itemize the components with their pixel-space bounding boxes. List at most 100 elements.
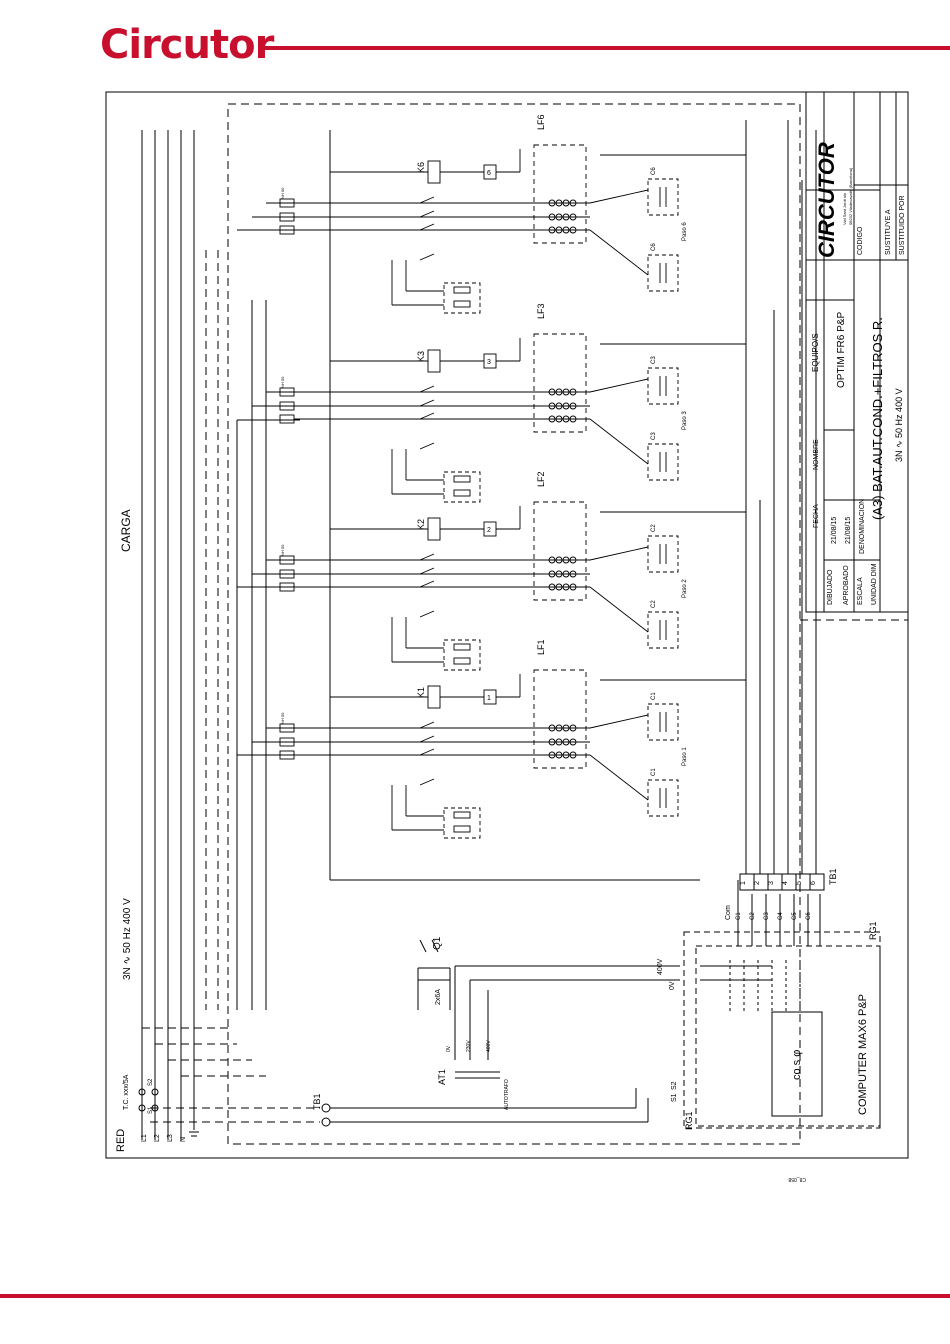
- contactor-label: K2: [416, 519, 426, 530]
- line-l3-label: L3: [167, 1134, 174, 1142]
- resistor-box: [443, 282, 481, 314]
- rg1-box: [683, 931, 881, 1129]
- resistor-box: [443, 471, 481, 503]
- contactor-coil: [427, 517, 441, 541]
- capacitor-box: [647, 535, 679, 573]
- step-4: [279, 144, 746, 314]
- tb-fecha2: 21/08/15: [845, 517, 852, 544]
- contactor-label: K6: [416, 162, 426, 173]
- code-label: C8_058: [788, 1176, 806, 1182]
- computer-label: COMPUTER MAX6 P&P: [857, 994, 869, 1115]
- tb1-label: TB1: [312, 1093, 322, 1110]
- paso-label: Paso 6: [682, 222, 688, 241]
- tb-fecha-header: FECHA: [813, 504, 820, 528]
- step-2: [279, 501, 746, 671]
- capacitor-label: C1: [651, 692, 657, 700]
- drawing-frame: [105, 91, 909, 1159]
- filter-label: LF3: [536, 303, 546, 319]
- capacitor-box: [647, 254, 679, 292]
- at1-label: AT1: [437, 1069, 447, 1085]
- s2-ctl-label: S2: [671, 1081, 678, 1090]
- terminal-label: 2: [754, 881, 761, 885]
- tb-address1: Vial Sant Jordi s/n: [842, 193, 847, 225]
- capacitor-box: [647, 611, 679, 649]
- filter-box: [533, 333, 587, 433]
- tb-unidad: UNIDAD DIM: [871, 563, 878, 605]
- tb-nombre-header: NOMBRE: [813, 439, 820, 470]
- line-l2-label: L2: [154, 1134, 161, 1142]
- tb-fecha1: 21/08/15: [831, 517, 838, 544]
- v0-label: 0V: [669, 981, 676, 990]
- rg1-right-label: RG1: [868, 921, 878, 940]
- capacitor-box: [647, 367, 679, 405]
- tb-address2: 08232 Viladecavalls (Barcelona): [848, 167, 853, 225]
- cos-label: co s φ: [791, 1050, 803, 1080]
- resistor-box: [443, 639, 481, 671]
- line-n-label: N: [180, 1137, 187, 1142]
- tb1-right-label: TB1: [828, 868, 838, 885]
- relay-label: 3: [487, 359, 491, 366]
- tb-sustituye: SUSTITUYE A: [885, 209, 892, 255]
- paso-label: Paso 3: [682, 411, 688, 430]
- filter-box: [533, 144, 587, 244]
- contactor-coil: [427, 349, 441, 373]
- output-label: C3: [764, 912, 770, 920]
- s1-ctl-label: S1: [671, 1093, 678, 1102]
- capacitor-label: C6: [651, 243, 657, 251]
- contactor-coil: [427, 160, 441, 184]
- output-label: C5: [792, 912, 798, 920]
- terminal-label: 6: [810, 881, 817, 885]
- s1-label: S1: [148, 1106, 154, 1114]
- fuse-rating-label: 2x6A: [435, 989, 442, 1005]
- capacitor-label: C6: [651, 167, 657, 175]
- filter-label: LF2: [536, 471, 546, 487]
- tb-equipos: OPTIM FR6 P&P: [836, 312, 847, 388]
- capacitor-label: C2: [651, 600, 657, 608]
- fuse-tag-label: NH 00: [280, 376, 285, 388]
- terminal-label: 1: [740, 881, 747, 885]
- red-label: RED: [115, 1129, 127, 1152]
- relay-label: 1: [487, 695, 491, 702]
- tb-logo: CIRCUTOR: [814, 142, 839, 258]
- capacitor-label: C2: [651, 524, 657, 532]
- capacitor-box: [647, 178, 679, 216]
- output-label: C4: [778, 912, 784, 920]
- filter-box: [533, 669, 587, 769]
- output-label: C6: [806, 912, 812, 920]
- fuse-tag-label: NH 00: [280, 187, 285, 199]
- capacitor-box: [647, 703, 679, 741]
- fuse-tag-label: NH 00: [280, 544, 285, 556]
- resistor-box: [443, 807, 481, 839]
- v400-label: 400V: [657, 958, 664, 975]
- tap-230v: 230V: [466, 1040, 472, 1052]
- tap-400v: 400V: [486, 1040, 492, 1052]
- rg1-left-label: RG1: [684, 1111, 694, 1130]
- fuse-tag-label: NH 00: [280, 712, 285, 724]
- cabinet-outline: [227, 103, 801, 1145]
- footer-rule: [0, 1294, 950, 1298]
- tb-subtitle: 3N ∿ 50 Hz 400 V: [894, 388, 904, 462]
- tb-codigo: CODIGO: [857, 226, 864, 255]
- capacitor-label: C3: [651, 432, 657, 440]
- tap-0v: 0V: [446, 1045, 452, 1052]
- autotrafo-label: AUTOTRAFO: [504, 1079, 510, 1110]
- contactor-label: K3: [416, 351, 426, 362]
- filter-label: LF6: [536, 114, 546, 130]
- output-label: C2: [750, 912, 756, 920]
- capacitor-label: C3: [651, 356, 657, 364]
- s2-label: S2: [148, 1078, 154, 1086]
- terminal-label: 3: [768, 881, 775, 885]
- com-label: Com: [725, 905, 732, 920]
- tb-sustituido: SUSTITUIDO POR: [899, 195, 906, 255]
- tb-escala: ESCALA: [857, 577, 864, 605]
- tb-aprobado: APROBADO: [843, 565, 850, 605]
- q1-label: Q1: [432, 936, 443, 950]
- paso-label: Paso 2: [682, 579, 688, 598]
- capacitor-box: [647, 779, 679, 817]
- cos-phi-meter: [771, 1011, 823, 1117]
- tb-dibujado: DIBUJADO: [827, 569, 834, 605]
- terminal-label: 5: [796, 881, 803, 885]
- relay-label: 2: [487, 527, 491, 534]
